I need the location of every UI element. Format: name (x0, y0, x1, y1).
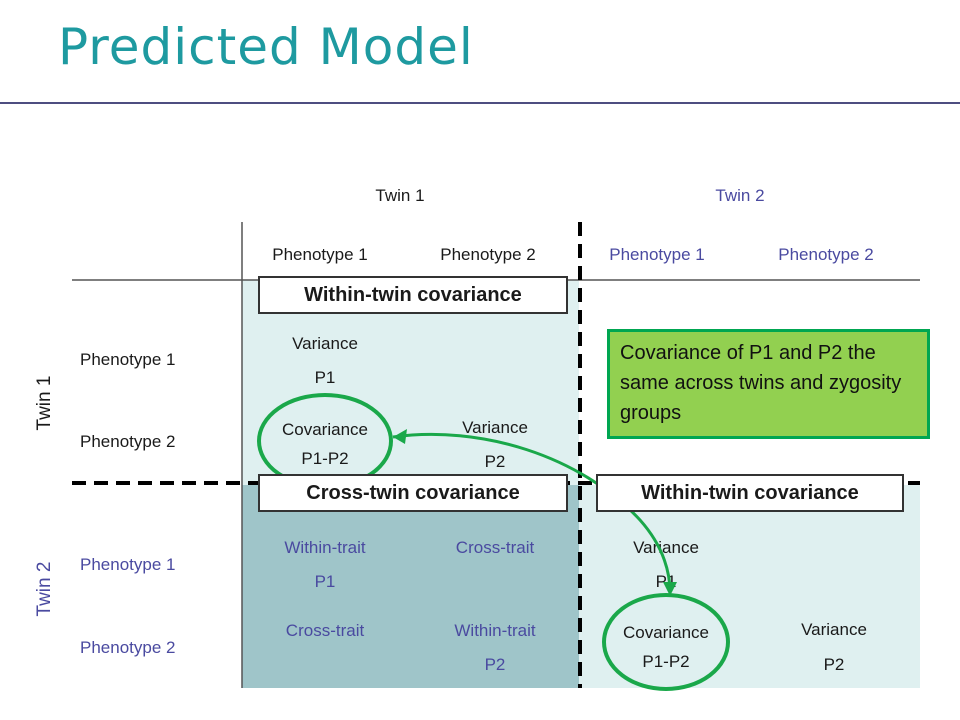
within-twin-covariance-label-top: Within-twin covariance (258, 276, 568, 314)
page-title: Predicted Model (58, 18, 474, 76)
cell-cross-within-p1-value: P1 (314, 572, 336, 591)
cell-t1-covariance-value: P1-P2 (301, 449, 349, 468)
cell-cross-within-p2-value: P2 (484, 655, 506, 674)
cell-t2-variance-p1-label: Variance (633, 538, 699, 557)
cell-t2-variance-p2-label: Variance (801, 620, 867, 639)
arrowhead-down-icon (663, 582, 677, 596)
cell-t1-covariance-label: Covariance (282, 420, 368, 439)
col-group-twin1: Twin 1 (375, 186, 425, 205)
col-header-t2-p1: Phenotype 1 (609, 245, 705, 264)
covariance-note: Covariance of P1 and P2 the same across … (607, 329, 930, 439)
twin2-block (579, 485, 920, 688)
within-twin-covariance-label-bottom: Within-twin covariance (596, 474, 904, 512)
cell-t1-variance-p1-value: P1 (314, 368, 336, 387)
t2-covariance-circle (602, 593, 730, 691)
cell-cross-trait-bottom: Cross-trait (285, 621, 365, 640)
cell-t2-covariance-label: Covariance (623, 623, 709, 642)
cell-t1-variance-p2-value: P2 (484, 452, 506, 471)
cell-t1-variance-p2-label: Variance (462, 418, 528, 437)
row-header-t2-p2: Phenotype 2 (80, 638, 176, 657)
row-header-t1-p1: Phenotype 1 (80, 350, 176, 369)
col-header-t1-p2: Phenotype 2 (440, 245, 536, 264)
cell-cross-within-p1-label: Within-trait (284, 538, 366, 557)
col-header-t2-p2: Phenotype 2 (778, 245, 874, 264)
title-divider (0, 102, 960, 104)
cross-twin-block (242, 485, 579, 688)
twin1-block (242, 280, 579, 485)
cell-t2-covariance-value: P1-P2 (642, 652, 690, 671)
cell-cross-trait-top: Cross-trait (455, 538, 535, 557)
row-header-t2-p1: Phenotype 1 (80, 555, 176, 574)
col-header-t1-p1: Phenotype 1 (272, 245, 368, 264)
row-header-t1-p2: Phenotype 2 (80, 432, 176, 451)
col-group-twin2: Twin 2 (715, 186, 765, 205)
cell-t1-variance-p1-label: Variance (292, 334, 358, 353)
covariance-link-arrow (392, 432, 672, 593)
cross-twin-covariance-label: Cross-twin covariance (258, 474, 568, 512)
cell-cross-within-p2-label: Within-trait (454, 621, 536, 640)
arrowhead-left-icon (393, 429, 407, 444)
cell-t2-variance-p2-value: P2 (823, 655, 845, 674)
